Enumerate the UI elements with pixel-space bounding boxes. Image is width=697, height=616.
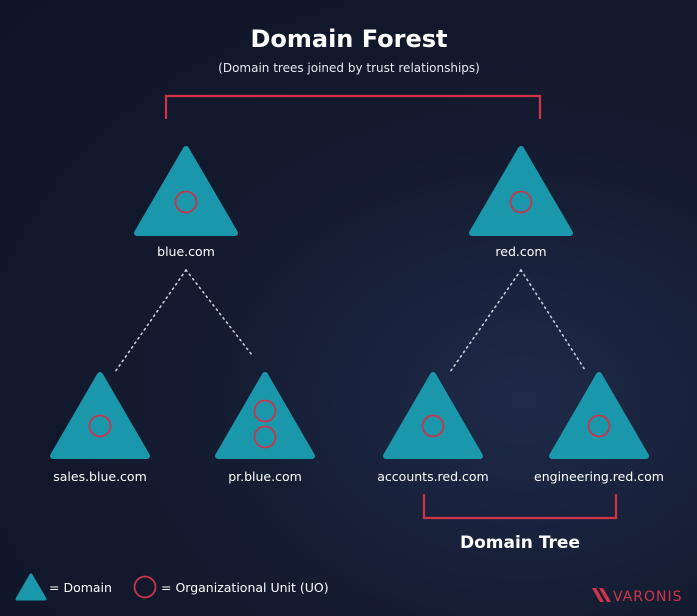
domain-label: sales.blue.com: [53, 469, 147, 484]
connector-blue-pr: [185, 269, 253, 356]
page-title: Domain Forest: [250, 25, 447, 53]
domain-tree-label: Domain Tree: [460, 533, 580, 553]
domain-label: pr.blue.com: [228, 469, 302, 484]
organizational-unit-icon: [174, 190, 198, 214]
domain-label: engineering.red.com: [534, 469, 664, 484]
domain-label: red.com: [495, 244, 546, 259]
domain-tree-bracket: [422, 494, 618, 520]
brand-name: VARONIS: [613, 589, 683, 605]
organizational-unit-icon: [88, 414, 112, 438]
forest-trust-bracket: [164, 94, 542, 119]
organizational-unit-icon: [587, 414, 611, 438]
legend-domain-label: = Domain: [49, 580, 112, 595]
connector-red-accounts: [449, 269, 522, 373]
page-subtitle: (Domain trees joined by trust relationsh…: [218, 61, 480, 75]
organizational-unit-icon: [253, 399, 277, 423]
connector-red-engineering: [520, 269, 586, 371]
organizational-unit-icon: [509, 190, 533, 214]
varonis-logo-icon: [592, 588, 611, 602]
domain-node: blue.com: [134, 146, 238, 259]
domain-node: sales.blue.com: [50, 372, 150, 484]
domain-node: pr.blue.com: [215, 372, 315, 484]
domain-label: accounts.red.com: [377, 469, 488, 484]
domain-node: engineering.red.com: [534, 372, 664, 484]
organizational-unit-icon: [421, 414, 445, 438]
legend-ou-icon: [133, 575, 157, 599]
legend-domain-icon: [15, 573, 47, 601]
legend-ou-label: = Organizational Unit (UO): [161, 580, 329, 595]
legend: = Domain = Organizational Unit (UO): [15, 573, 329, 601]
domain-node: accounts.red.com: [377, 372, 489, 484]
domain-label: blue.com: [157, 244, 215, 259]
tree-connectors: [114, 269, 586, 373]
domain-triangle-icon: [215, 372, 315, 459]
brand-logo: VARONIS: [592, 588, 683, 605]
domain-node: red.com: [469, 146, 573, 259]
connector-blue-sales: [114, 269, 187, 373]
organizational-unit-icon: [253, 425, 277, 449]
